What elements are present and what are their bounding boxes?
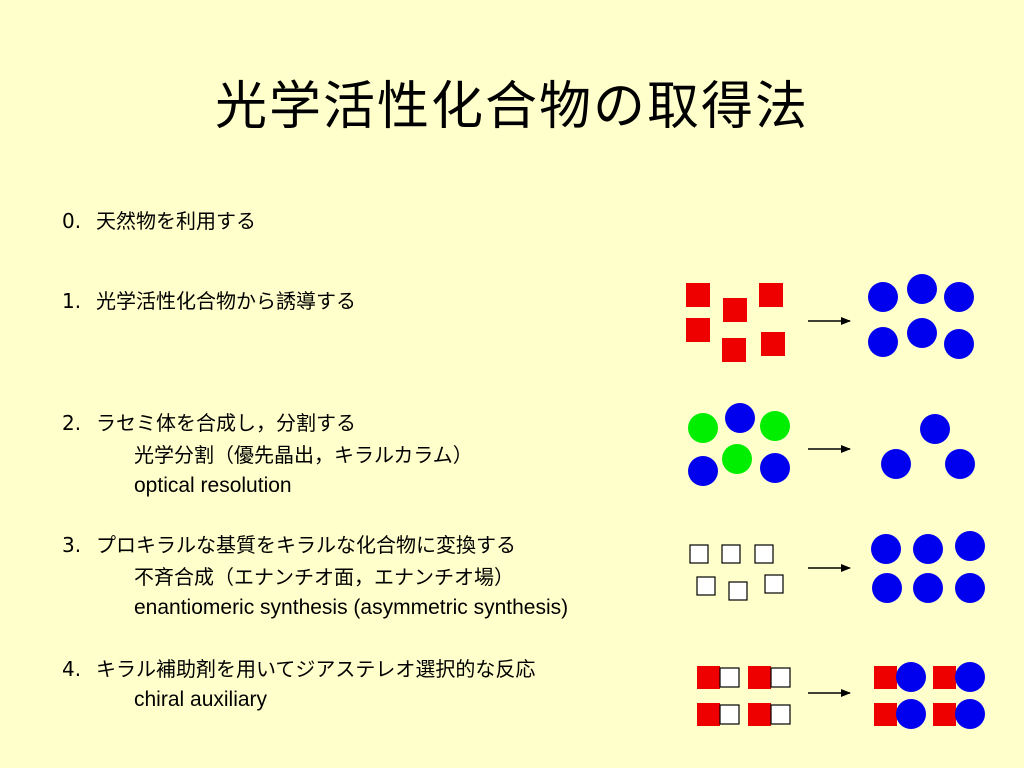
blue-circle — [725, 403, 755, 433]
empty-square — [696, 576, 716, 596]
item-3-number: 3. — [62, 533, 82, 557]
red-square — [686, 283, 710, 307]
blue-circle — [920, 414, 950, 444]
item-2-number: 2. — [62, 411, 82, 435]
item-2-text: ラセミ体を合成し，分割する — [96, 411, 356, 435]
figure-chiral-auxiliary — [697, 662, 985, 729]
item-2: 2. ラセミ体を合成し，分割する — [62, 410, 356, 436]
blue-circle — [955, 699, 985, 729]
red-square — [697, 703, 720, 726]
empty-square — [719, 704, 740, 725]
blue-circle — [868, 327, 898, 357]
item-1-text: 光学活性化合物から誘導する — [96, 289, 356, 313]
item-3: 3. プロキラルな基質をキラルな化合物に変換する — [62, 532, 516, 558]
red-square — [697, 666, 720, 689]
item-4-sub-en: chiral auxiliary — [134, 688, 268, 711]
blue-circle — [760, 453, 790, 483]
red-square — [933, 666, 956, 689]
item-0: 0. 天然物を利用する — [62, 208, 256, 234]
figure-resolution — [688, 403, 975, 486]
blue-circle — [955, 573, 985, 603]
blue-circle — [955, 662, 985, 692]
figure-derivation — [686, 274, 974, 362]
blue-circle — [896, 699, 926, 729]
red-square — [722, 338, 746, 362]
blue-circle — [907, 318, 937, 348]
blue-circle — [944, 329, 974, 359]
red-square — [874, 666, 897, 689]
green-circle — [722, 444, 752, 474]
red-square — [933, 703, 956, 726]
empty-square — [770, 704, 791, 725]
empty-square — [689, 544, 709, 564]
red-square — [686, 318, 710, 342]
blue-circle — [872, 573, 902, 603]
empty-square — [721, 544, 741, 564]
blue-circle — [688, 456, 718, 486]
item-3-sub-en: enantiomeric synthesis (asymmetric synth… — [134, 596, 569, 619]
empty-square — [719, 667, 740, 688]
empty-square — [770, 667, 791, 688]
red-square — [759, 283, 783, 307]
red-square — [748, 666, 771, 689]
blue-circle — [907, 274, 937, 304]
blue-circle — [955, 531, 985, 561]
item-0-number: 0. — [62, 209, 82, 233]
red-square — [761, 332, 785, 356]
item-3-sub-ja: 不斉合成（エナンチオ面，エナンチオ場） — [134, 565, 514, 589]
blue-circle — [945, 449, 975, 479]
blue-circle — [913, 534, 943, 564]
blue-circle — [881, 449, 911, 479]
item-4: 4. キラル補助剤を用いてジアステレオ選択的な反応 — [62, 656, 535, 682]
item-1: 1. 光学活性化合物から誘導する — [62, 288, 356, 314]
red-square — [874, 703, 897, 726]
item-0-text: 天然物を利用する — [96, 209, 256, 233]
green-circle — [688, 413, 718, 443]
item-2-sub-en: optical resolution — [134, 474, 292, 497]
item-4-number: 4. — [62, 657, 82, 681]
item-3-text: プロキラルな基質をキラルな化合物に変換する — [96, 533, 516, 557]
blue-circle — [868, 282, 898, 312]
red-square — [748, 703, 771, 726]
figure-asymmetric-synthesis — [689, 531, 985, 603]
item-4-text: キラル補助剤を用いてジアステレオ選択的な反応 — [96, 657, 536, 681]
page-title: 光学活性化合物の取得法 — [214, 77, 809, 137]
empty-square — [754, 544, 774, 564]
blue-circle — [871, 534, 901, 564]
blue-circle — [913, 573, 943, 603]
blue-circle — [896, 662, 926, 692]
green-circle — [760, 411, 790, 441]
blue-circle — [944, 282, 974, 312]
red-square — [723, 298, 747, 322]
item-2-sub-ja: 光学分割（優先晶出，キラルカラム） — [134, 443, 473, 467]
empty-square — [764, 574, 784, 594]
item-1-number: 1. — [62, 289, 82, 313]
empty-square — [728, 581, 748, 601]
